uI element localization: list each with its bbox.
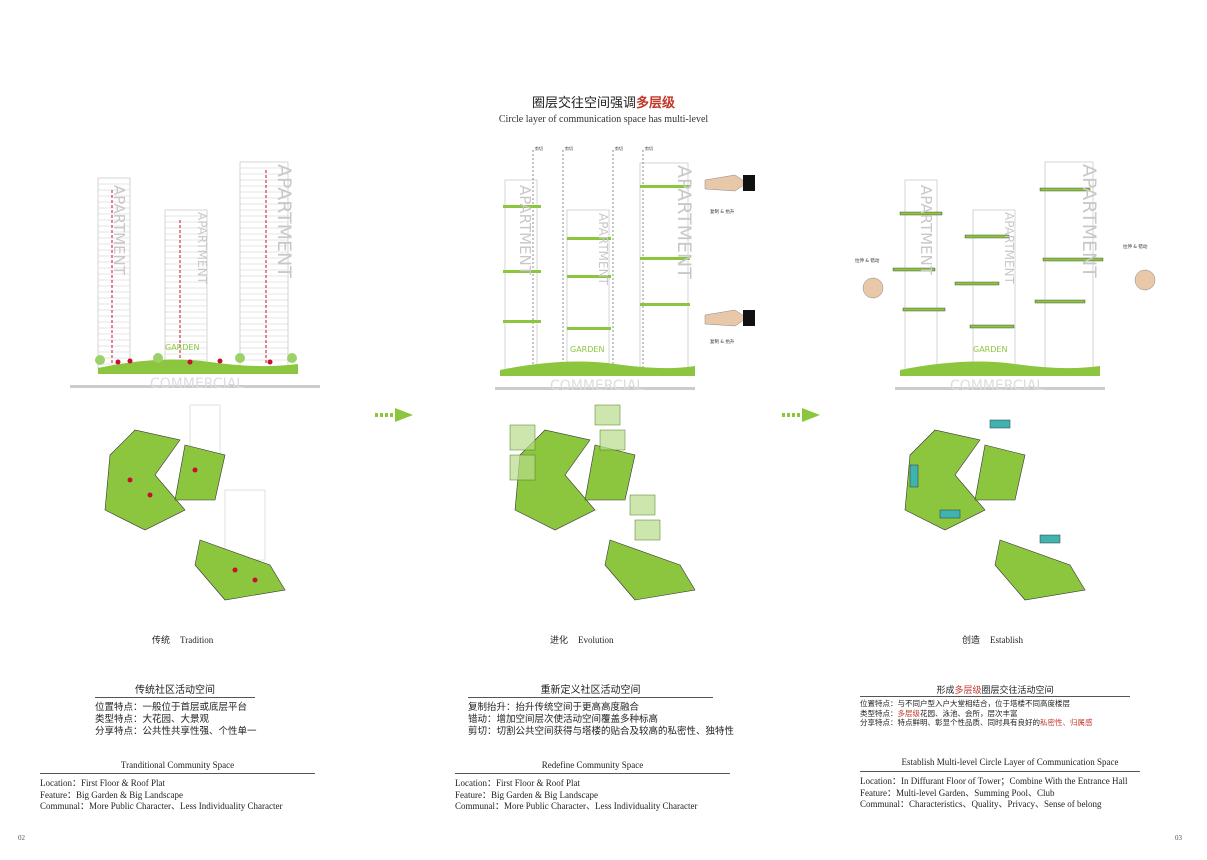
cut-label: 剪切 xyxy=(565,145,573,151)
arrow-right-icon xyxy=(782,408,820,422)
arrow-right-icon xyxy=(375,408,413,422)
axonometric-establish xyxy=(904,419,1086,601)
garden-label: GARDEN xyxy=(165,343,199,352)
elevation-diagram-evolution: 剪切 剪切 剪切 剪切 APARTMENT APARTMENT APARTMEN… xyxy=(495,145,755,394)
apartment-label: APARTMENT xyxy=(1002,212,1016,285)
apartment-label: APARTMENT xyxy=(673,165,695,279)
panel-heading-en: Redefine Community Space xyxy=(541,760,644,770)
page-title: 圈层交往空间强调多层级 xyxy=(531,96,676,111)
axonometric-evolution xyxy=(509,404,696,601)
apartment-label: APARTMENT xyxy=(596,213,610,286)
copy-up-label: 复制 & 抬升 xyxy=(710,338,735,345)
page-subtitle: Circle layer of communication space has … xyxy=(498,114,709,125)
hand-icon xyxy=(1134,269,1156,291)
stretch-label: 拉伸 & 错动 xyxy=(1123,243,1148,250)
panel-desc-en: Location：In Diffurant Floor of Tower；Com… xyxy=(860,776,1128,809)
apartment-label: APARTMENT xyxy=(195,212,209,285)
panel-heading-en: Tranditional Community Space xyxy=(120,760,235,770)
panel-desc-cn: 位置特点：一般位于首层或底层平台类型特点：大花园、大景观分享特点：公共性共享性强… xyxy=(95,702,257,737)
panel-desc-cn: 位置特点：与不同户型入户大堂相结合，位于塔楼不同高度楼层 类型特点：多层级花园、… xyxy=(860,699,1093,727)
cut-label: 剪切 xyxy=(645,145,653,151)
apartment-label: APARTMENT xyxy=(917,185,935,276)
cut-label: 剪切 xyxy=(615,145,623,151)
page-number-left: 02 xyxy=(18,834,25,842)
elevation-diagram-establish: APARTMENT APARTMENT APARTMENT 拉伸 & 错动 拉伸… xyxy=(855,161,1156,394)
cut-label: 剪切 xyxy=(535,145,543,151)
apartment-label: APARTMENT xyxy=(1078,164,1100,278)
commercial-label: COMMERCIAL xyxy=(150,376,244,392)
panel-heading-cn: 传统社区活动空间 xyxy=(135,685,215,696)
hand-icon xyxy=(704,174,755,192)
elevation-diagram-tradition: APARTMENT APARTMENT APARTMENT GARDEN COM… xyxy=(70,161,320,392)
commercial-label: COMMERCIAL xyxy=(550,378,644,394)
page-number-right: 03 xyxy=(1175,834,1182,842)
panel-heading-en: Establish Multi-level Circle Layer of Co… xyxy=(901,757,1119,767)
axonometric-tradition xyxy=(104,404,286,601)
copy-up-label: 复制 & 抬升 xyxy=(710,208,735,215)
panel-heading-cn: 重新定义社区活动空间 xyxy=(540,685,641,696)
hand-icon xyxy=(862,277,884,299)
hand-icon xyxy=(704,309,755,327)
panel-desc-cn: 复制抬升：抬升传统空间于更高高度融合错动：增加空间层次使活动空间覆盖多种标高剪切… xyxy=(468,702,735,737)
apartment-label: APARTMENT xyxy=(273,164,295,278)
garden-label: GARDEN xyxy=(570,345,604,354)
garden-label: GARDEN xyxy=(973,345,1007,354)
stretch-label: 拉伸 & 错动 xyxy=(855,257,880,264)
panel-heading-cn: 形成多层级圈层交往活动空间 xyxy=(936,686,1054,696)
apartment-label: APARTMENT xyxy=(516,185,534,276)
commercial-label: COMMERCIAL xyxy=(950,378,1044,394)
apartment-label: APARTMENT xyxy=(110,185,128,276)
